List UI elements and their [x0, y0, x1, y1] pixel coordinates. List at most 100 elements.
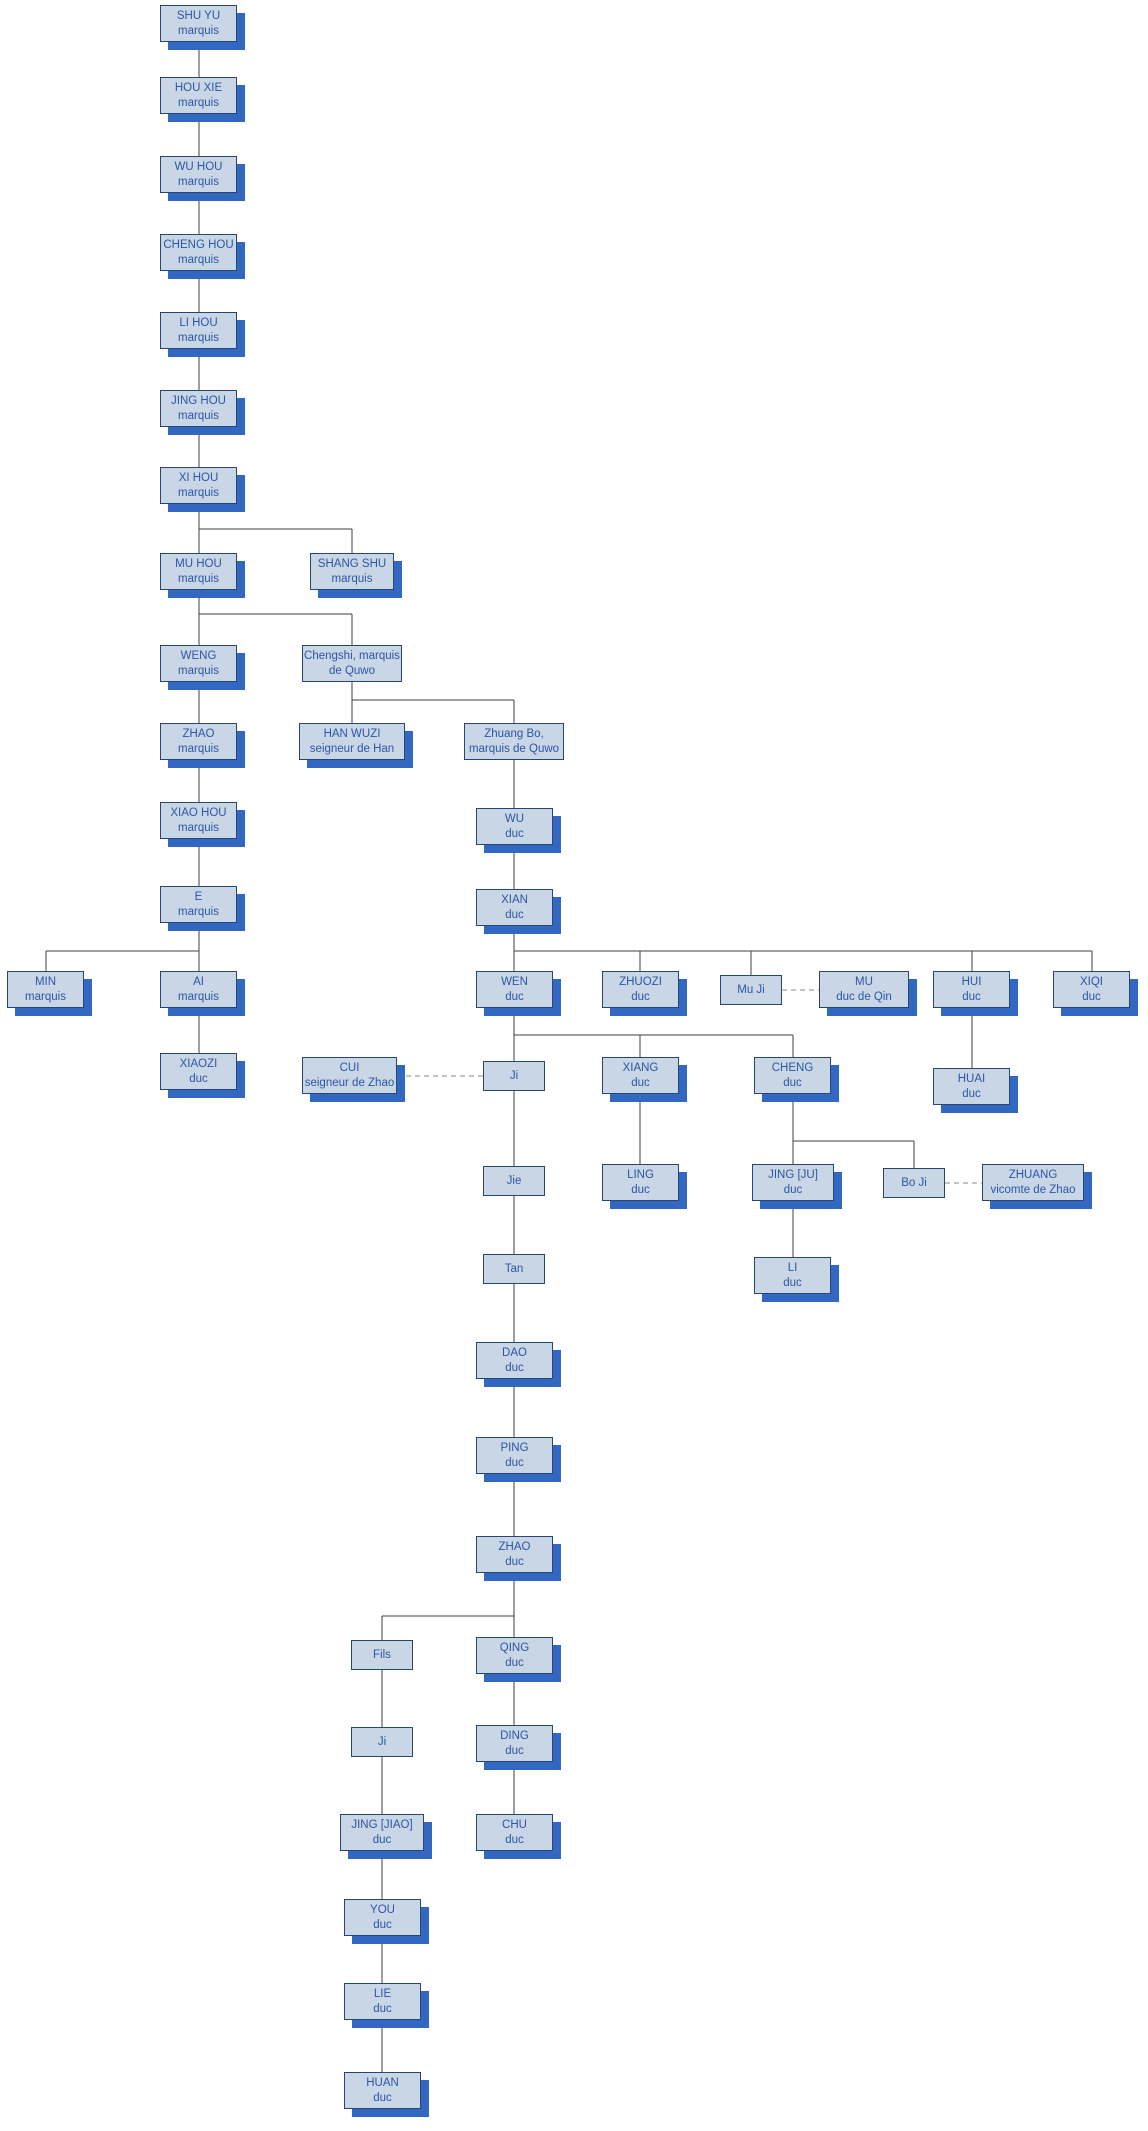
- person-name: LING: [627, 1168, 654, 1181]
- person-node-mu-ji: Mu Ji: [720, 975, 782, 1005]
- person-node-xiqi: XIQI duc: [1053, 971, 1130, 1008]
- person-title: duc de Qin: [836, 990, 892, 1003]
- person-node-huai: HUAI duc: [933, 1068, 1010, 1105]
- person-name: DING: [500, 1729, 529, 1742]
- person-name: WU: [504, 812, 525, 825]
- person-title: marquis: [178, 175, 219, 188]
- person-name: XIAN: [501, 893, 528, 906]
- person-node-zhao-duc: ZHAO duc: [476, 1536, 553, 1573]
- person-node-ling: LING duc: [602, 1164, 679, 1201]
- person-title: duc: [373, 2002, 392, 2015]
- person-node-jing-jiao: JING [JIAO]duc: [340, 1814, 424, 1851]
- person-name: Zhuang Bo,: [484, 727, 544, 740]
- person-name: Fils: [373, 1648, 391, 1661]
- person-title: duc: [505, 1456, 524, 1469]
- person-name: XIAO HOU: [170, 806, 227, 819]
- person-name: AI: [193, 975, 204, 988]
- person-title: marquis: [178, 486, 219, 499]
- person-node-cheng-hou: CHENG HOU marquis: [160, 234, 237, 271]
- person-title: seigneur de Zhao: [304, 1076, 395, 1089]
- person-name: XI HOU: [178, 471, 219, 484]
- person-name: HAN WUZI: [323, 727, 381, 740]
- person-name: Jie: [506, 1174, 522, 1187]
- person-title: vicomte de Zhao: [990, 1183, 1076, 1196]
- person-title: marquis: [25, 990, 66, 1003]
- person-title: marquis: [178, 409, 219, 422]
- person-title: duc: [505, 1555, 524, 1568]
- person-name: HUAN: [366, 2076, 399, 2089]
- person-title: marquis: [178, 905, 219, 918]
- person-title: duc: [783, 1276, 802, 1289]
- person-node-xi-hou: XI HOU marquis: [160, 467, 237, 504]
- person-title: marquis: [178, 253, 219, 266]
- person-name: YOU: [370, 1903, 395, 1916]
- person-name: ZHAO: [182, 727, 215, 740]
- person-title: marquis: [178, 990, 219, 1003]
- person-title: duc: [505, 827, 524, 840]
- person-name: CHENG: [771, 1061, 814, 1074]
- person-title: de Quwo: [328, 664, 376, 677]
- person-node-ding: DING duc: [476, 1725, 553, 1762]
- person-title: duc: [189, 1072, 208, 1085]
- person-name: Tan: [504, 1262, 524, 1275]
- person-title: marquis: [178, 821, 219, 834]
- person-name: HUI: [961, 975, 982, 988]
- person-node-tan: Tan: [483, 1254, 545, 1284]
- person-node-jie: Jie: [483, 1166, 545, 1196]
- person-name: ZHUANG: [1008, 1168, 1058, 1181]
- person-title: duc: [631, 1183, 650, 1196]
- person-name: JING HOU: [171, 394, 226, 407]
- person-name: LI HOU: [179, 316, 218, 329]
- person-title: duc: [505, 1744, 524, 1757]
- person-node-jing-hou: JING HOU marquis: [160, 390, 237, 427]
- person-name: ZHUOZI: [619, 975, 662, 988]
- person-title: duc: [1082, 990, 1101, 1003]
- person-title: duc: [962, 1087, 981, 1100]
- person-name: WU HOU: [174, 160, 223, 173]
- person-title: marquis: [331, 572, 373, 585]
- person-name: SHANG SHU: [317, 557, 387, 570]
- person-node-zhuang-zhao: ZHUANG vicomte de Zhao: [982, 1164, 1084, 1201]
- person-name: CHENG HOU: [163, 238, 234, 251]
- person-name: Ji: [509, 1069, 519, 1082]
- person-node-han-wuzi: HAN WUZI seigneur de Han: [299, 723, 405, 760]
- person-node-shang-shu: SHANG SHU marquis: [310, 553, 394, 590]
- person-node-cui: CUI seigneur de Zhao: [302, 1057, 397, 1094]
- person-name: ZHAO: [498, 1540, 531, 1553]
- person-name: HUAI: [957, 1072, 986, 1085]
- person-name: CUI: [339, 1061, 360, 1074]
- person-name: CHU: [502, 1818, 527, 1831]
- person-title: seigneur de Han: [309, 742, 395, 755]
- person-name: DAO: [502, 1346, 527, 1359]
- person-name: Mu Ji: [737, 983, 765, 996]
- person-title: marquis: [178, 664, 219, 677]
- person-title: duc: [372, 1833, 392, 1846]
- person-name: E: [194, 890, 203, 903]
- person-title: duc: [962, 990, 981, 1003]
- person-name: XIQI: [1079, 975, 1103, 988]
- person-title: marquis: [178, 572, 219, 585]
- person-node-min: MIN marquis: [7, 971, 84, 1008]
- person-node-ji-1: Ji: [483, 1061, 545, 1091]
- person-title: duc: [631, 1076, 650, 1089]
- person-node-zhuang-bo: Zhuang Bo, marquis de Quwo: [464, 723, 564, 760]
- person-title: marquis de Quwo: [468, 742, 560, 755]
- person-title: duc: [783, 1183, 803, 1196]
- person-node-jing-ju: JING [JU]duc: [752, 1164, 834, 1201]
- person-title: marquis: [178, 24, 219, 37]
- person-name: MIN: [34, 975, 57, 988]
- person-node-ji-2: Ji: [351, 1727, 413, 1757]
